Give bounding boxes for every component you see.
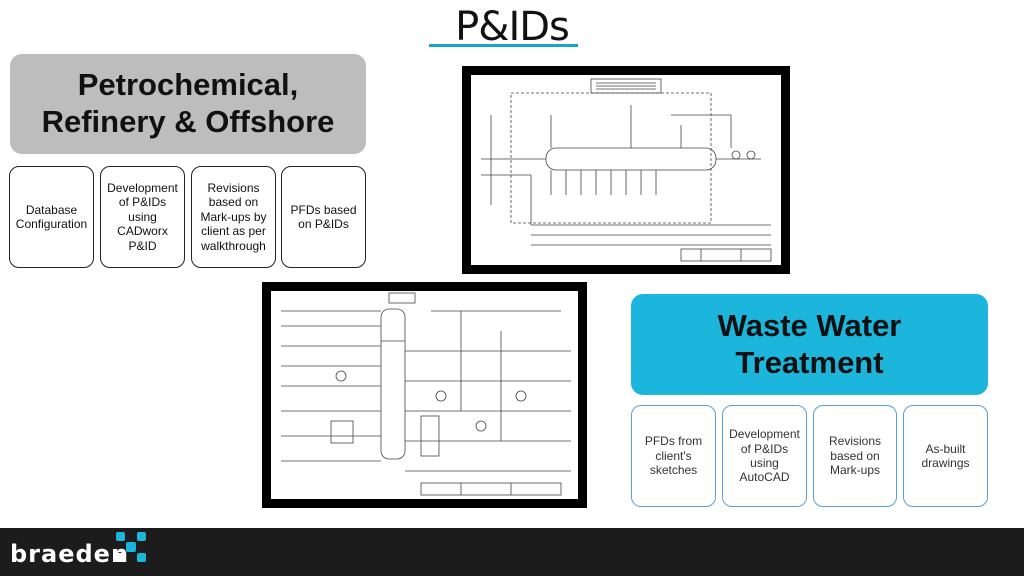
pid-drawing-image (471, 75, 781, 265)
card-text: As-built drawings (921, 441, 970, 470)
card-pfds-from-sketches: PFDs from client's sketches (631, 405, 716, 507)
card-revisions-walkthrough: Revisions based on Mark-ups by client as… (191, 166, 276, 268)
title-underline (429, 44, 578, 47)
braeden-logo-text: braeden (10, 540, 130, 568)
petrochemical-heading: Petrochemical, Refinery & Offshore (10, 54, 366, 154)
pid-drawing-petrochemical (462, 66, 790, 274)
card-development-cadworx: Development of P&IDs using CADworx P&ID (100, 166, 185, 268)
card-pfds-based-on-pids: PFDs based on P&IDs (281, 166, 366, 268)
waste-water-heading: Waste Water Treatment (631, 294, 988, 395)
slide-title: P&IDs (455, 4, 570, 50)
card-text: Revisions based on Mark-ups by client as… (200, 181, 267, 253)
petrochemical-heading-text: Petrochemical, Refinery & Offshore (41, 67, 335, 139)
card-text: PFDs from client's sketches (644, 434, 703, 478)
card-development-autocad: Development of P&IDs using AutoCAD (722, 405, 807, 507)
footer-bar (0, 528, 1024, 576)
waste-water-heading-text: Waste Water Treatment (717, 307, 902, 380)
pid-drawing-waste-water (262, 282, 587, 508)
pid-drawing-image (271, 291, 578, 499)
card-text: Development of P&IDs using CADworx P&ID (107, 181, 178, 253)
card-database-configuration: Database Configuration (9, 166, 94, 268)
card-revisions-markups: Revisions based on Mark-ups (813, 405, 897, 507)
card-text: Development of P&IDs using AutoCAD (729, 427, 800, 485)
card-text: Revisions based on Mark-ups (828, 434, 882, 478)
card-text: PFDs based on P&IDs (290, 202, 357, 231)
card-as-built-drawings: As-built drawings (903, 405, 988, 507)
card-text: Database Configuration (15, 202, 88, 231)
braeden-logo-icon (116, 532, 146, 562)
